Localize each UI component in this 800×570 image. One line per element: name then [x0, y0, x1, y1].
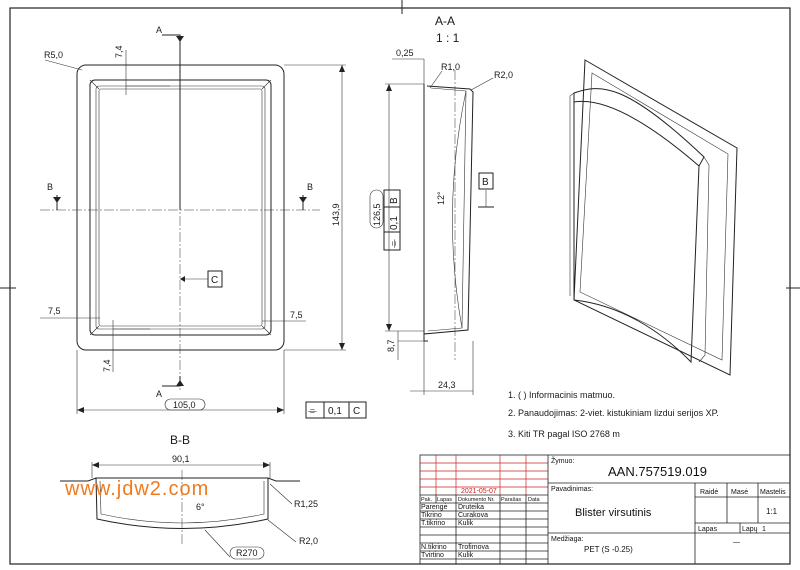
svg-text:⌯: ⌯ [388, 239, 400, 248]
svg-text:R1,0: R1,0 [441, 62, 460, 72]
svg-text:12°: 12° [436, 191, 446, 205]
svg-text:7,4: 7,4 [114, 45, 124, 58]
svg-text:T.tikrino: T.tikrino [421, 520, 445, 527]
svg-text:R270: R270 [236, 548, 258, 558]
note-1: 1. ( ) Informacinis matmuo. [508, 390, 615, 400]
svg-text:6°: 6° [196, 502, 205, 512]
sheet-border [9, 7, 791, 565]
dim-height-1439: 143,9 [284, 64, 346, 351]
title-block: Žymuo: AAN.757519.019 2021-05-07 Pak. La… [419, 454, 791, 565]
datum-c-box: C [180, 270, 223, 288]
datum-b-box: B [478, 172, 494, 208]
svg-text:1 : 1: 1 : 1 [436, 31, 460, 45]
svg-text:R2,0: R2,0 [299, 536, 318, 546]
svg-text:A: A [156, 389, 162, 399]
svg-text:0,1: 0,1 [389, 216, 400, 230]
drawing-code: AAN.757519.019 [608, 464, 707, 479]
revision-date: 2021-05-07 [461, 488, 497, 495]
svg-text:—: — [733, 539, 740, 546]
svg-text:7,5: 7,5 [48, 306, 61, 316]
svg-text:B: B [482, 177, 489, 188]
section-aa-title: A-A 1 : 1 [435, 14, 460, 45]
svg-text:B-B: B-B [170, 433, 190, 447]
svg-text:Parašas: Parašas [501, 497, 521, 503]
svg-text:C: C [211, 275, 218, 286]
section-bb-title: B-B [170, 433, 190, 447]
svg-text:Data: Data [528, 497, 541, 503]
svg-text:126,5: 126,5 [372, 203, 382, 226]
drawing-title: Blister virsutinis [575, 507, 652, 519]
svg-text:105,0: 105,0 [173, 400, 196, 410]
svg-text:Lapas: Lapas [437, 497, 452, 503]
svg-text:Tvirtino: Tvirtino [421, 552, 444, 559]
dim-top-74: 7,4 [114, 45, 170, 95]
svg-text:Kulik: Kulik [458, 552, 474, 559]
isometric-view [569, 59, 738, 376]
flatness-frame-c: ⌯ 0,1 C [305, 401, 367, 419]
svg-text:A-A: A-A [435, 14, 455, 28]
svg-text:8,7: 8,7 [386, 339, 396, 352]
svg-text:Medžiaga:: Medžiaga: [551, 536, 583, 543]
svg-text:A: A [156, 25, 162, 35]
svg-text:90,1: 90,1 [172, 454, 190, 464]
svg-text:Curakova: Curakova [458, 512, 488, 519]
svg-text:C: C [353, 406, 360, 417]
svg-text:N.tikrino: N.tikrino [421, 544, 447, 551]
dim-bottom-74: 7,4 [102, 320, 150, 372]
section-aa-dims: 0,25 R1,0 R2,0 12° 126,5 8,7 24,3 [369, 48, 513, 395]
watermark-text: www.jdw2.com [65, 478, 210, 500]
svg-text:B: B [307, 182, 313, 192]
svg-text:1: 1 [762, 526, 766, 533]
svg-text:Mastelis: Mastelis [760, 489, 786, 496]
note-2: 2. Panaudojimas: 2-viet. kistukiniam liz… [508, 408, 719, 418]
dim-left-75: 7,5 [40, 306, 100, 319]
dim-r5: R5,0 [44, 50, 83, 71]
svg-text:Trofimova: Trofimova [458, 544, 489, 551]
label-zymuo: Žymuo: [551, 456, 574, 465]
cut-marker-b-right: B [299, 182, 313, 210]
note-3: 3. Kiti TR pagal ISO 2768 m [508, 429, 620, 439]
svg-text:1:1: 1:1 [766, 507, 778, 516]
svg-text:R2,0: R2,0 [494, 70, 513, 80]
svg-text:Kulik: Kulik [458, 520, 474, 527]
svg-text:Masė: Masė [731, 489, 748, 496]
svg-text:Pak.: Pak. [421, 497, 432, 503]
svg-text:⌯: ⌯ [308, 405, 317, 417]
svg-text:Tikrino: Tikrino [421, 512, 442, 519]
section-bb-profile [60, 470, 300, 545]
centering-marks [0, 0, 800, 289]
cut-marker-b-left: B [47, 182, 61, 210]
dim-width-1050: 105,0 [76, 350, 285, 414]
dim-right-75: 7,5 [262, 310, 306, 322]
front-view [40, 40, 320, 390]
svg-text:R1,25: R1,25 [294, 499, 318, 509]
svg-text:0,25: 0,25 [396, 48, 414, 58]
svg-text:Parengė: Parengė [421, 504, 448, 511]
svg-text:7,5: 7,5 [290, 310, 303, 320]
svg-text:Lapas: Lapas [698, 526, 718, 533]
cut-marker-a-top: A [156, 25, 184, 45]
notes: 1. ( ) Informacinis matmuo. 2. Panaudoji… [508, 390, 719, 439]
svg-text:7,4: 7,4 [102, 359, 112, 372]
material: PET (S -0.25) [584, 545, 633, 554]
flatness-frame-b: B 0,1 ⌯ [383, 189, 401, 251]
svg-text:24,3: 24,3 [438, 380, 456, 390]
svg-text:B: B [389, 197, 400, 204]
svg-text:Lapų: Lapų [742, 526, 758, 533]
svg-text:Raidė: Raidė [700, 489, 718, 496]
svg-text:R5,0: R5,0 [44, 50, 63, 60]
svg-text:Dokumento Nr.: Dokumento Nr. [458, 497, 495, 503]
svg-text:143,9: 143,9 [331, 203, 341, 226]
svg-text:B: B [47, 182, 53, 192]
svg-text:0,1: 0,1 [328, 406, 342, 417]
section-bb-dims: 90,1 R1,25 6° R2,0 R270 [91, 454, 318, 560]
section-aa-profile [423, 70, 474, 360]
cut-marker-a-bottom: A [156, 376, 184, 399]
svg-text:Pavadinimas:: Pavadinimas: [551, 486, 593, 493]
svg-text:Druteika: Druteika [458, 504, 484, 511]
